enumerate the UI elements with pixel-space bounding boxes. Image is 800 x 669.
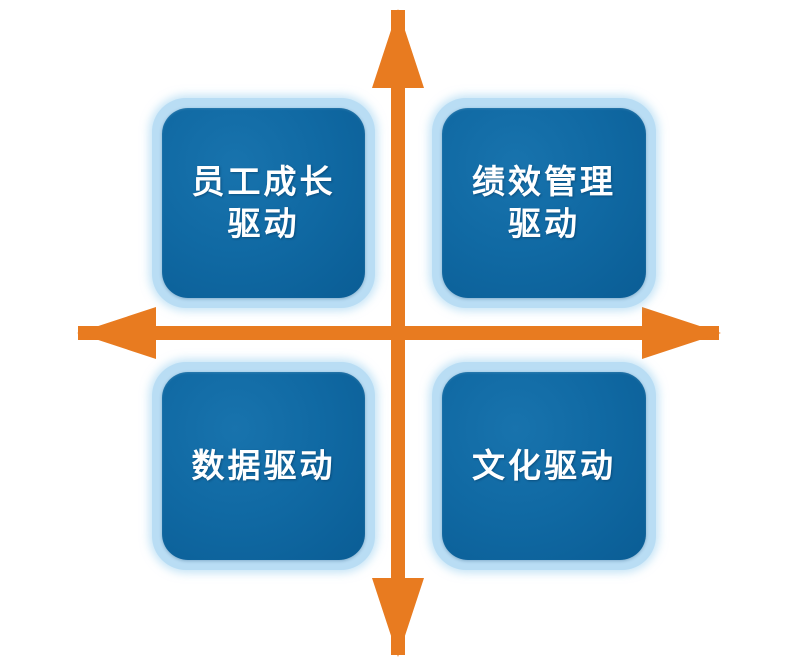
axis-horizontal-shaft [78, 326, 719, 340]
quadrant-box-performance-management[interactable]: 绩效管理 驱动 [432, 98, 656, 308]
arrowhead-right-icon [642, 307, 721, 359]
quadrant-box-employee-growth[interactable]: 员工成长 驱动 [152, 98, 375, 308]
quadrant-inner-panel: 员工成长 驱动 [162, 108, 365, 298]
quadrant-label-culture: 文化驱动 [472, 446, 616, 484]
arrowhead-down-icon [372, 578, 424, 657]
quadrant-label-performance-management: 绩效管理 驱动 [472, 162, 616, 242]
quadrant-box-culture[interactable]: 文化驱动 [432, 362, 656, 570]
quadrant-inner-panel: 文化驱动 [442, 372, 646, 560]
quadrant-label-data: 数据驱动 [191, 446, 336, 484]
quadrant-label-employee-growth: 员工成长 驱动 [191, 162, 336, 242]
quadrant-inner-panel: 绩效管理 驱动 [442, 108, 646, 298]
quadrant-box-data[interactable]: 数据驱动 [152, 362, 375, 570]
arrowhead-up-icon [372, 9, 424, 88]
quadrant-inner-panel: 数据驱动 [162, 372, 365, 560]
arrowhead-left-icon [77, 307, 156, 359]
